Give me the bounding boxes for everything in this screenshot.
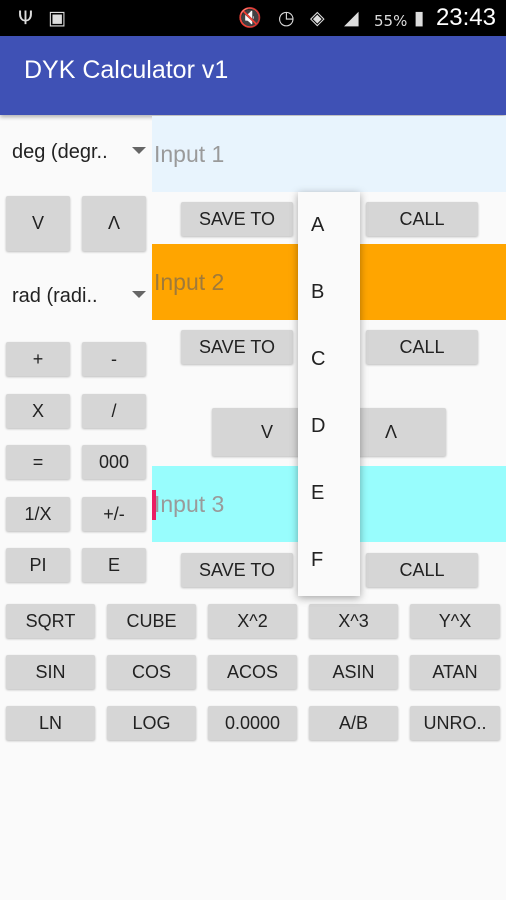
save-to-button-3[interactable]: SAVE TO xyxy=(181,553,293,587)
spinner-bottom-value: rad (radi.. xyxy=(12,285,98,307)
save-to-button-2[interactable]: SAVE TO xyxy=(181,330,293,364)
atan-button[interactable]: ATAN xyxy=(410,655,500,689)
dropdown-option-b[interactable]: B xyxy=(311,281,325,303)
call-button-1[interactable]: CALL xyxy=(366,202,478,236)
asin-button[interactable]: ASIN xyxy=(309,655,398,689)
sqrt-button[interactable]: SQRT xyxy=(6,604,95,638)
call-button-2[interactable]: CALL xyxy=(366,330,478,364)
app-bar: DYK Calculator v1 xyxy=(0,36,506,115)
wifi-icon: ◈ xyxy=(310,7,325,29)
battery-icon: ▮ xyxy=(414,7,425,29)
negate-button[interactable]: +/- xyxy=(82,497,146,531)
square-button[interactable]: X^2 xyxy=(208,604,297,638)
divide-button[interactable]: / xyxy=(82,394,146,428)
spinner-top-value: deg (degr.. xyxy=(12,141,108,163)
thousand-button[interactable]: 000 xyxy=(82,445,146,479)
multiply-button[interactable]: X xyxy=(6,394,70,428)
unround-button[interactable]: UNRO.. xyxy=(410,706,500,740)
dropdown-option-a[interactable]: A xyxy=(311,214,325,236)
input-1-field[interactable]: Input 1 xyxy=(152,116,506,192)
memory-slot-dropdown: A B C D E F xyxy=(298,192,360,596)
cube-button[interactable]: CUBE xyxy=(107,604,196,638)
up-arrow-button[interactable]: Λ xyxy=(82,196,146,251)
e-button[interactable]: E xyxy=(82,548,146,582)
minus-button[interactable]: - xyxy=(82,342,146,376)
text-cursor xyxy=(152,490,156,520)
alarm-icon: ◷ xyxy=(278,7,295,29)
dropdown-option-c[interactable]: C xyxy=(311,348,326,370)
call-button-3[interactable]: CALL xyxy=(366,553,478,587)
pi-button[interactable]: PI xyxy=(6,548,70,582)
dropdown-option-d[interactable]: D xyxy=(311,415,326,437)
usb-icon: Ψ xyxy=(18,7,33,29)
cube-power-button[interactable]: X^3 xyxy=(309,604,398,638)
app-title: DYK Calculator v1 xyxy=(24,56,229,84)
dropdown-option-e[interactable]: E xyxy=(311,482,325,504)
cos-button[interactable]: COS xyxy=(107,655,196,689)
chevron-down-icon xyxy=(132,291,146,298)
down-arrow-button[interactable]: V xyxy=(6,196,70,251)
mute-icon: 🔇 xyxy=(238,7,262,29)
reciprocal-button[interactable]: 1/X xyxy=(6,497,70,531)
sin-button[interactable]: SIN xyxy=(6,655,95,689)
status-bar: Ψ ▣ 🔇 ◷ ◈ ◢ 55% ▮ 23:43 xyxy=(0,0,506,36)
y-power-x-button[interactable]: Y^X xyxy=(410,604,500,638)
angle-unit-spinner-bottom[interactable]: rad (radi.. xyxy=(12,285,146,311)
log-button[interactable]: LOG xyxy=(107,706,196,740)
save-to-button-1[interactable]: SAVE TO xyxy=(181,202,293,236)
battery-percent: 55% xyxy=(374,12,408,30)
equals-button[interactable]: = xyxy=(6,445,70,479)
angle-unit-spinner-top[interactable]: deg (degr.. xyxy=(12,141,146,167)
ln-button[interactable]: LN xyxy=(6,706,95,740)
acos-button[interactable]: ACOS xyxy=(208,655,297,689)
chevron-down-icon xyxy=(132,147,146,154)
decimal-format-button[interactable]: 0.0000 xyxy=(208,706,297,740)
clock: 23:43 xyxy=(435,4,496,31)
image-icon: ▣ xyxy=(48,7,66,29)
plus-button[interactable]: + xyxy=(6,342,70,376)
fraction-button[interactable]: A/B xyxy=(309,706,398,740)
dropdown-option-f[interactable]: F xyxy=(311,549,324,571)
signal-icon: ◢ xyxy=(344,7,359,29)
